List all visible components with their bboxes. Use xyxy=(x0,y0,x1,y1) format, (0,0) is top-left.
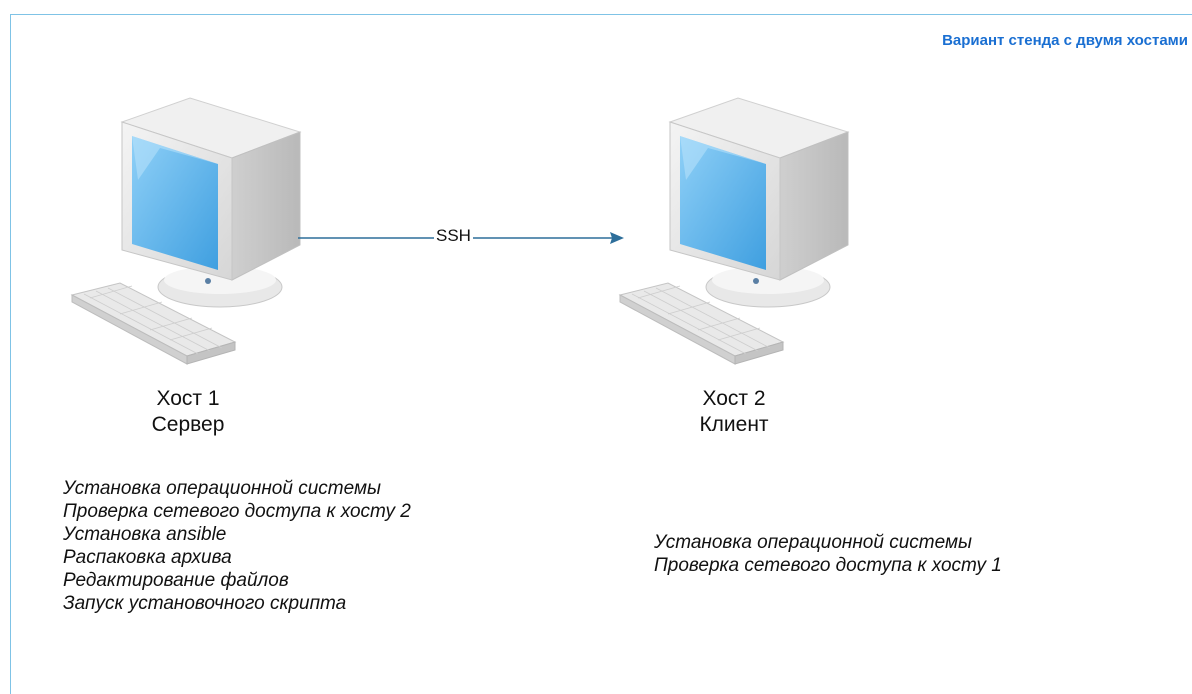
host-1-task-list: Установка операционной системы Проверка … xyxy=(63,477,411,615)
host-1-name: Хост 1 xyxy=(156,387,220,410)
diagram-title: Вариант стенда с двумя хостами xyxy=(942,32,1188,49)
diagram-frame xyxy=(10,14,1192,694)
task-item: Редактирование файлов xyxy=(63,570,289,591)
host-2-name: Хост 2 xyxy=(702,387,766,410)
computer-icon xyxy=(70,97,302,365)
task-item: Проверка сетевого доступа к хосту 2 xyxy=(63,501,411,522)
host-1-computer xyxy=(60,80,310,380)
task-item: Установка ansible xyxy=(63,524,227,545)
connection-label: SSH xyxy=(434,226,473,246)
host-2-task-list: Установка операционной системы Проверка … xyxy=(654,531,1002,577)
host-1-role: Сервер xyxy=(151,413,225,436)
host-2-computer xyxy=(608,80,858,380)
arrow-icon xyxy=(610,232,624,244)
host-1-label: Хост 1 Сервер xyxy=(78,386,298,438)
task-item: Проверка сетевого доступа к хосту 1 xyxy=(654,555,1002,576)
host-2-label: Хост 2 Клиент xyxy=(624,386,844,438)
keyboard-icon xyxy=(70,282,237,365)
task-item: Установка операционной системы xyxy=(63,478,381,499)
task-item: Установка операционной системы xyxy=(654,532,972,553)
task-item: Запуск установочного скрипта xyxy=(63,593,347,614)
computer-icon xyxy=(618,97,850,365)
host-2-role: Клиент xyxy=(699,413,769,436)
keyboard-icon xyxy=(618,282,785,365)
task-item: Распаковка архива xyxy=(63,547,232,568)
